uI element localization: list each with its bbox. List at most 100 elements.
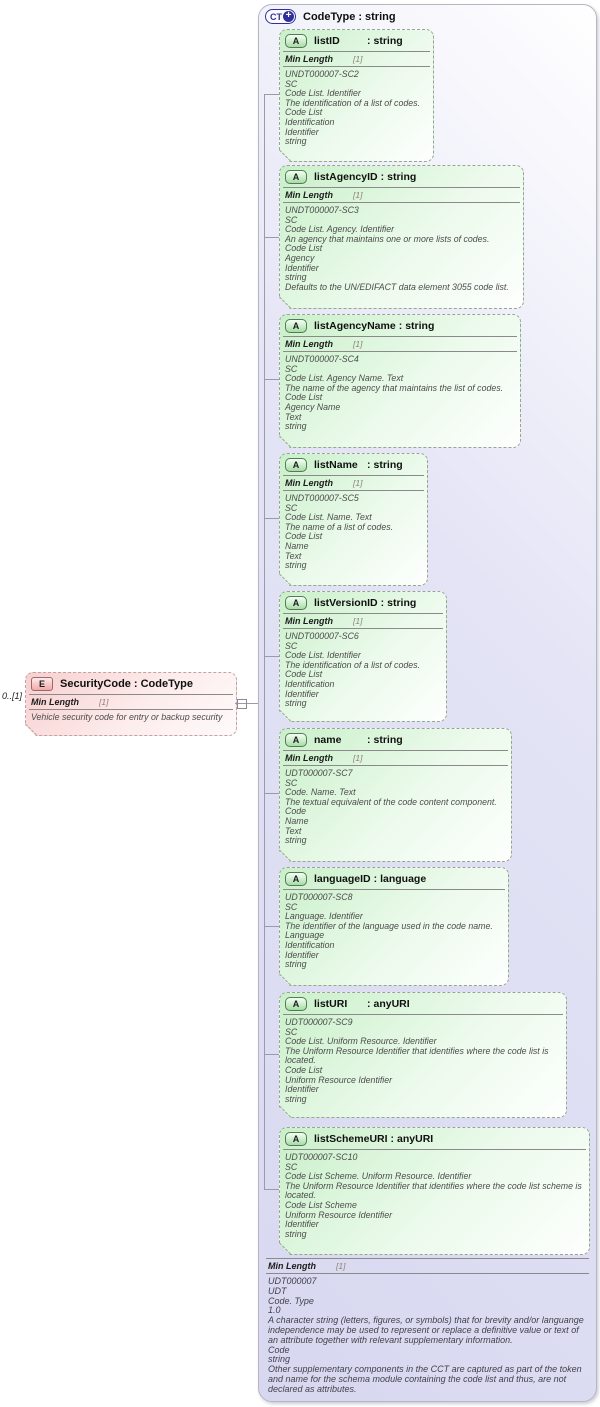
facet-name: Min Length	[285, 190, 333, 200]
facet-row: Min Length [1]	[280, 476, 427, 489]
facet-value: [1]	[353, 753, 363, 763]
type-separator: :	[380, 597, 385, 609]
facet-name: Min Length	[285, 616, 333, 626]
facet-name: Min Length	[285, 54, 333, 64]
attribute-icon: A	[285, 997, 307, 1011]
divider	[283, 1014, 563, 1015]
corner-bevel	[279, 573, 291, 585]
collapse-toggle-icon[interactable]	[237, 699, 247, 709]
complex-type-icon: CT+	[265, 9, 296, 24]
attribute-icon: A	[285, 596, 307, 610]
attribute-type: string	[405, 320, 435, 332]
divider	[29, 694, 233, 695]
attribute-type: string	[373, 35, 403, 47]
facet-block: Min Length [1]	[280, 188, 523, 203]
element-box[interactable]: E SecurityCode : CodeType Min Length [1]…	[25, 672, 237, 736]
attribute-title: listURI : anyURI	[314, 998, 410, 1010]
divider	[283, 351, 517, 352]
type-separator: :	[367, 734, 371, 746]
attribute-box[interactable]: A listAgencyID : string Min Length [1] U…	[279, 165, 524, 309]
divider	[283, 66, 430, 67]
divider	[283, 1149, 586, 1150]
connector-line	[235, 703, 264, 704]
divider	[283, 336, 517, 337]
attribute-header: A listID : string	[280, 30, 433, 50]
attribute-box[interactable]: A listID : string Min Length [1] UNDT000…	[279, 29, 434, 162]
facet-block: Min Length [1]	[280, 751, 511, 766]
element-type: CodeType	[140, 678, 193, 690]
attribute-type: string	[387, 171, 417, 183]
attribute-name: listVersionID	[314, 597, 378, 609]
connector-stub	[264, 1189, 279, 1190]
facet-value: [1]	[336, 1261, 346, 1271]
facet-value: [1]	[353, 190, 363, 200]
facet-name: Min Length	[285, 753, 333, 763]
facet-row: Min Length [1]	[280, 188, 523, 201]
facet-value: [1]	[353, 616, 363, 626]
facet-name: Min Length	[285, 339, 333, 349]
divider	[266, 1273, 589, 1274]
attribute-title: listName : string	[314, 459, 403, 471]
complex-type-box[interactable]: CT+ CodeType : string A listID : string	[258, 4, 597, 1402]
facet-block: Min Length [1]	[280, 476, 427, 491]
connector-stub	[264, 793, 279, 794]
attribute-box[interactable]: A listAgencyName : string Min Length [1]…	[279, 314, 521, 448]
attribute-type: string	[387, 597, 417, 609]
type-separator: :	[367, 459, 371, 471]
divider	[283, 889, 505, 890]
plus-badge-icon: +	[283, 11, 294, 22]
connector-stub	[264, 237, 279, 238]
type-separator: :	[373, 873, 378, 885]
attribute-title: listAgencyID : string	[314, 171, 416, 183]
divider	[283, 51, 430, 52]
element-title: SecurityCode : CodeType	[60, 678, 193, 690]
attribute-box[interactable]: A name : string Min Length [1] UDT000007…	[279, 728, 512, 862]
attribute-name: listAgencyName	[314, 320, 396, 332]
complex-type-icon-label: CT	[270, 11, 282, 22]
attribute-type: string	[373, 459, 403, 471]
type-separator: :	[398, 320, 403, 332]
attribute-icon: A	[285, 170, 307, 184]
facet-value: [1]	[353, 54, 363, 64]
attribute-box[interactable]: A listVersionID : string Min Length [1] …	[279, 591, 447, 722]
type-separator: :	[367, 35, 371, 47]
attribute-box[interactable]: A listName : string Min Length [1] UNDT0…	[279, 453, 428, 586]
attribute-title: listAgencyName : string	[314, 320, 434, 332]
type-separator: :	[380, 171, 385, 183]
attribute-icon: A	[285, 319, 307, 333]
connector-stub	[264, 656, 279, 657]
attribute-header: A listAgencyName : string	[280, 315, 520, 335]
attribute-icon: A	[285, 34, 307, 48]
type-separator: :	[358, 10, 363, 23]
divider	[283, 765, 508, 766]
divider	[29, 709, 233, 710]
complex-type-title: CodeType : string	[303, 11, 396, 23]
attribute-name: listName	[314, 459, 358, 471]
facet-block: Min Length [1]	[280, 337, 520, 352]
divider	[283, 475, 424, 476]
complex-type-header: CT+ CodeType : string	[265, 9, 396, 24]
attribute-header: A listVersionID : string	[280, 592, 446, 612]
attribute-title: listID : string	[314, 35, 403, 47]
attribute-title: name : string	[314, 734, 403, 746]
facet-row: Min Length [1]	[280, 52, 433, 65]
element-name: SecurityCode	[60, 678, 131, 690]
element-description: Vehicle security code for entry or backu…	[31, 712, 223, 722]
corner-bevel	[279, 1242, 291, 1254]
attribute-header: A listURI : anyURI	[280, 993, 566, 1013]
type-separator: :	[390, 1133, 395, 1145]
facet-name: Min Length	[268, 1261, 316, 1271]
divider	[283, 628, 443, 629]
corner-bevel	[279, 1105, 291, 1117]
attribute-icon: A	[285, 733, 307, 747]
divider	[283, 750, 508, 751]
attribute-icon: A	[285, 458, 307, 472]
